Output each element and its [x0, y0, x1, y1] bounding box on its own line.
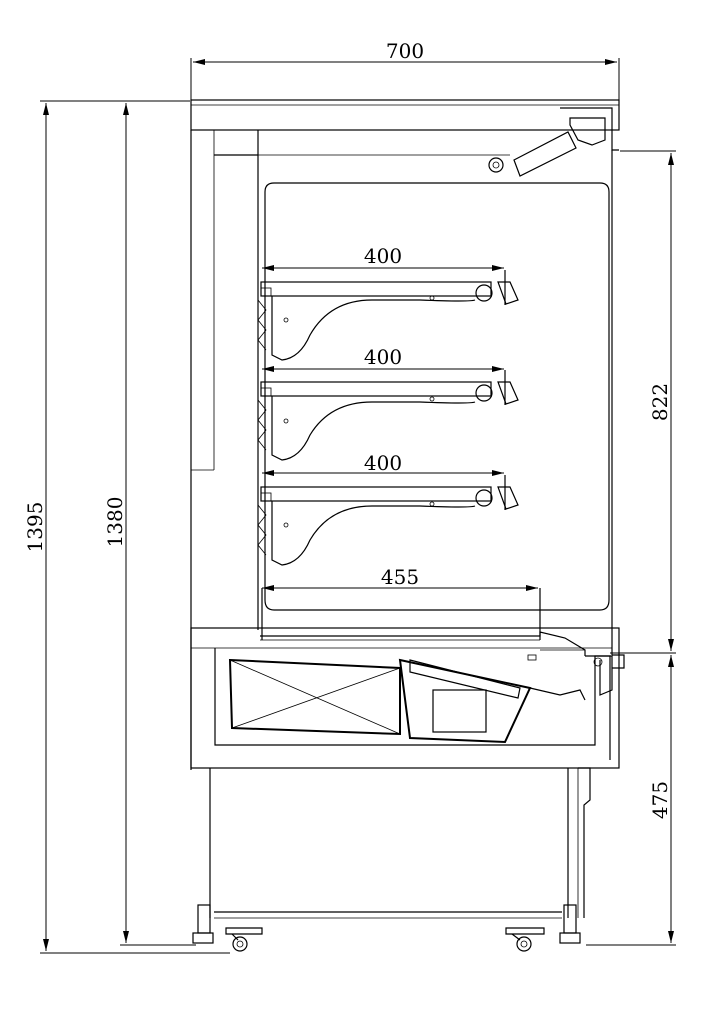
shelf-1: 400	[260, 244, 519, 361]
dimension-overall-height: 1395	[23, 100, 230, 954]
label-base-height: 475	[648, 781, 672, 819]
dimension-overall-width: 700	[190, 39, 620, 100]
label-shelf-1-depth: 400	[364, 244, 402, 268]
dimension-cabinet-height: 1380	[103, 103, 196, 946]
castor-left	[225, 927, 263, 952]
base-stand	[192, 767, 591, 944]
shelf-2: 400	[260, 345, 519, 461]
label-shelf-2-depth: 400	[364, 345, 402, 369]
shelf-3: 400	[260, 451, 519, 566]
dimension-display-height: 822	[610, 150, 676, 654]
dimension-base-height: 475	[586, 655, 676, 946]
back-wall-vents	[257, 299, 267, 556]
label-overall-width: 700	[386, 39, 424, 63]
base-shelf: 455	[260, 565, 586, 656]
label-shelf-3-depth: 400	[364, 451, 402, 475]
label-cabinet-height: 1380	[103, 497, 127, 548]
cabinet-body	[190, 99, 620, 770]
machine-compartment	[190, 627, 625, 769]
castor-right	[505, 927, 545, 952]
label-display-height: 822	[648, 383, 672, 421]
label-overall-height: 1395	[23, 502, 47, 553]
label-base-shelf-depth: 455	[381, 565, 419, 589]
